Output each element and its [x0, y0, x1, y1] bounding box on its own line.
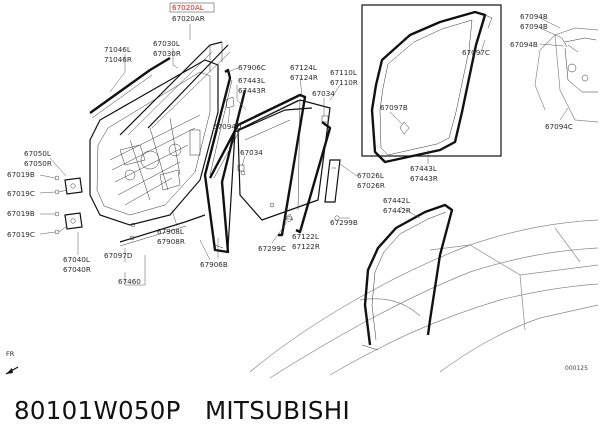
label-67299b: 67299B [330, 218, 358, 227]
label-67030l: 67030L [153, 39, 180, 48]
label-67094b-c: 67094B [510, 40, 538, 49]
label-67094c: 67094C [545, 122, 573, 131]
label-67050r: 67050R [24, 159, 52, 168]
stopper-67094d [225, 96, 235, 109]
label-67124r: 67124R [290, 73, 318, 82]
label-67094b-a: 67094B [520, 12, 548, 21]
label-67030r: 67030R [153, 49, 181, 58]
glass-weatherstrip-inner [227, 107, 313, 249]
label-67122l: 67122L [292, 232, 319, 241]
label-67110r: 67110R [330, 78, 358, 87]
label-67040l: 67040L [63, 255, 90, 264]
label-67110l: 67110L [330, 68, 357, 77]
label-67050l: 67050L [24, 149, 51, 158]
glass-run-channel [208, 93, 332, 237]
hinge-upper [54, 177, 83, 195]
leader-lines [39, 17, 569, 286]
body-panel [534, 27, 599, 123]
label-67094b-b: 67094B [520, 22, 548, 31]
window-glass [237, 99, 331, 221]
label-67124l: 67124L [290, 63, 317, 72]
label-67460: 67460 [118, 277, 141, 286]
car-body-outline [249, 219, 599, 379]
highlight-box [169, 2, 215, 13]
detail-inset [361, 4, 502, 164]
label-67026r: 67026R [357, 181, 385, 190]
orientation-label: FR [6, 350, 15, 358]
label-67908r: 67908R [157, 237, 185, 246]
body-opening-seal [361, 203, 454, 351]
label-67906c: 67906C [238, 63, 266, 72]
label-67097d: 67097D [104, 251, 133, 260]
label-67026l: 67026L [357, 171, 384, 180]
label-67908l: 67908L [157, 227, 184, 236]
door-assembly [54, 41, 231, 247]
diagram-reference-id: 000125 [565, 365, 588, 372]
front-direction-arrow-icon: FR [5, 350, 19, 375]
label-67034-a: 67034 [312, 89, 335, 98]
label-67442l: 67442L [383, 196, 410, 205]
label-67299c: 67299C [258, 244, 286, 253]
label-67443r-b: 67443R [410, 174, 438, 183]
label-67443r-a: 67443R [238, 86, 266, 95]
label-67019b-b: 67019B [7, 209, 35, 218]
label-67443l-a: 67443L [238, 76, 265, 85]
label-67094d: 67094D [213, 122, 242, 131]
label-71046l: 71046L [104, 45, 131, 54]
label-67443l-b: 67443L [410, 164, 437, 173]
door-opening-seal [203, 68, 247, 254]
label-67097c: 67097C [462, 48, 490, 57]
label-67442r: 67442R [383, 206, 411, 215]
label-67906b: 67906B [200, 260, 228, 269]
label-67020ar: 67020AR [172, 14, 205, 23]
label-71046r: 71046R [104, 55, 132, 64]
regulator-guide [284, 159, 341, 222]
part-number-caption: 80101W050P MITSUBISHI [14, 396, 351, 425]
label-67040r: 67040R [63, 265, 91, 274]
label-67122r: 67122R [292, 242, 320, 251]
hinge-lower [54, 212, 83, 235]
label-67020al: 67020AL [172, 3, 204, 12]
label-67019c-a: 67019C [7, 189, 35, 198]
label-67034-b: 67034 [240, 148, 263, 157]
parts-diagram: 67020AL 67020AR 67030L 67030R 71046L 710… [5, 2, 599, 379]
clip-67034 [237, 115, 329, 172]
label-67097b: 67097B [380, 103, 408, 112]
label-67019c-b: 67019C [7, 230, 35, 239]
label-67019b-a: 67019B [7, 170, 35, 179]
